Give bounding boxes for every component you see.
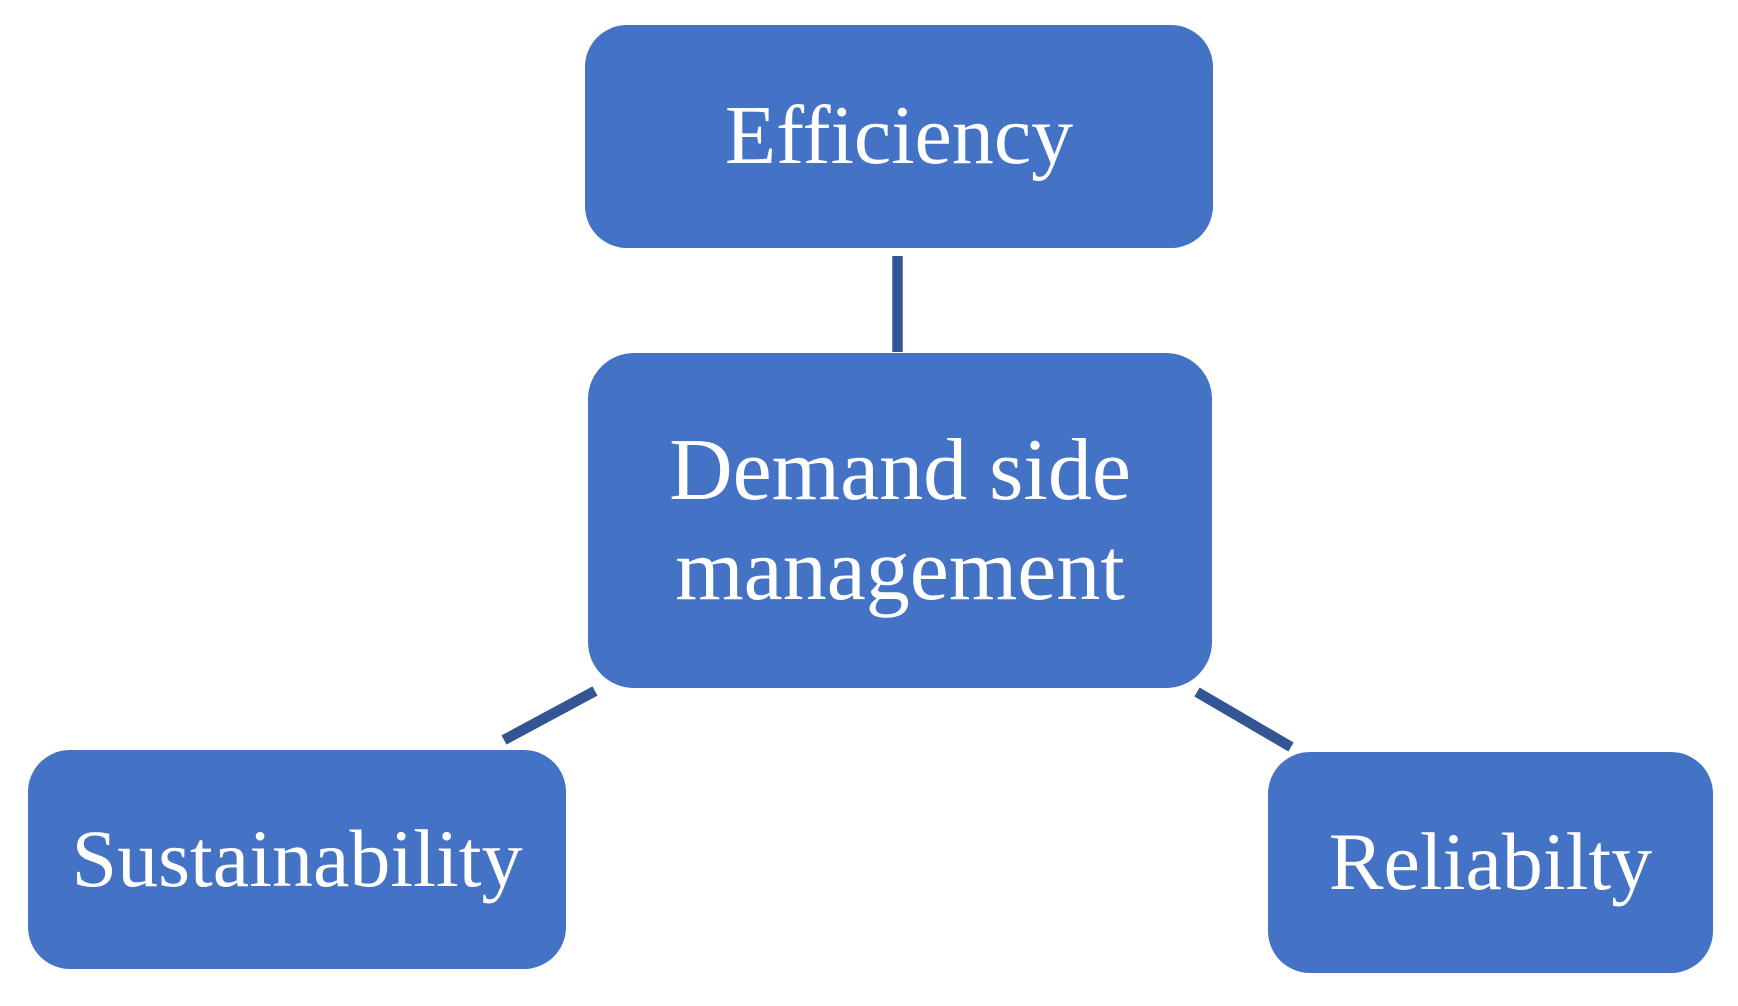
node-demand-side-management-label: Demand side management	[669, 422, 1131, 619]
connector-center-to-reliability	[1194, 687, 1294, 752]
node-efficiency-label: Efficiency	[724, 89, 1074, 183]
node-sustainability-label: Sustainability	[71, 813, 523, 905]
node-efficiency: Efficiency	[585, 25, 1213, 248]
node-demand-side-management: Demand side management	[588, 353, 1212, 688]
node-reliability-label: Reliabilty	[1328, 816, 1653, 908]
node-reliability: Reliabilty	[1268, 752, 1713, 973]
node-sustainability: Sustainability	[28, 750, 566, 969]
connector-center-to-sustainability	[501, 686, 598, 745]
